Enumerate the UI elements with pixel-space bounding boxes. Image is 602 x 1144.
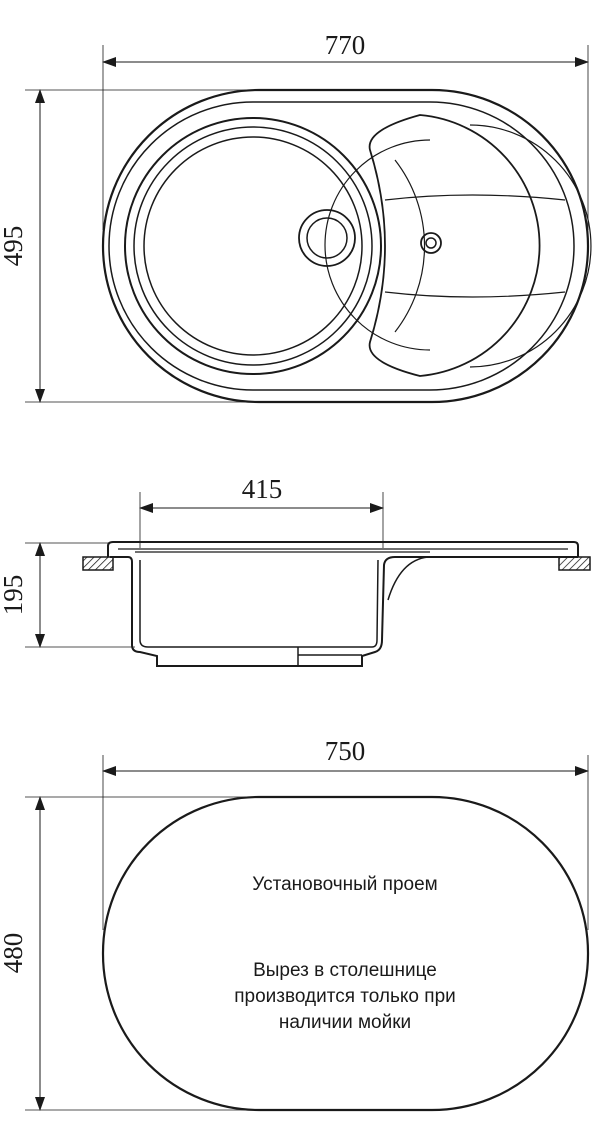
countertop-right <box>558 556 591 571</box>
drainer-area <box>368 114 541 377</box>
note-line: Вырез в столешнице <box>253 960 437 981</box>
note-line: наличии мойки <box>278 1012 412 1033</box>
bowl-width-label: 415 <box>242 474 283 504</box>
cutout-view <box>25 755 590 1112</box>
top-view <box>25 45 592 404</box>
side-view <box>25 492 591 667</box>
depth-label: 195 <box>0 575 28 616</box>
top-height-label: 495 <box>0 226 28 267</box>
cutout-width-label: 750 <box>325 736 366 766</box>
cutout-outline <box>101 795 590 1112</box>
top-width-label: 770 <box>325 30 366 60</box>
cutout-note: Вырез в столешнице производится только п… <box>150 958 540 1036</box>
drain-inner <box>306 217 348 259</box>
cutout-title: Установочный проем <box>252 874 438 895</box>
sink-outer-outline <box>101 88 590 404</box>
second-drain-inner <box>425 237 437 249</box>
countertop-left <box>82 556 114 571</box>
note-line: производится только при <box>234 986 456 1007</box>
second-drain-outer <box>420 232 442 254</box>
cutout-height-label: 480 <box>0 933 28 974</box>
